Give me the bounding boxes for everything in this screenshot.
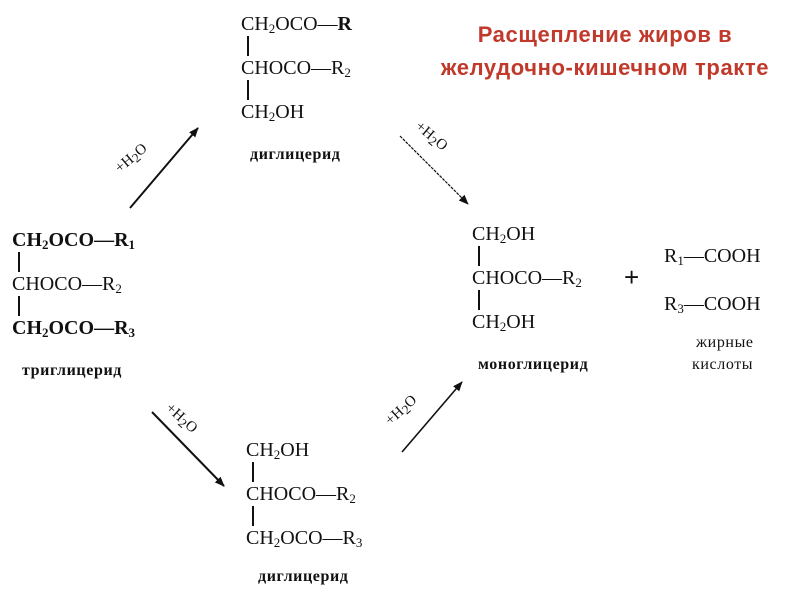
formula-row-3: CH2OH: [472, 311, 536, 334]
formula-row-1: CH2OH: [246, 439, 310, 462]
arrow-down-right: [399, 135, 469, 205]
formula-row-2: CHOCO—R2: [241, 57, 351, 80]
arrow-down-left: [151, 411, 225, 487]
formula-row-1: R1—COOH: [664, 245, 761, 268]
bond-line: [247, 80, 249, 100]
monoglyceride-name: моноглицерид: [478, 356, 589, 373]
arrow-up-left: [129, 127, 199, 209]
bond-line: [252, 506, 254, 526]
fatty-acids-formula: R1—COOH R3—COOH: [664, 244, 761, 316]
bond-line: [252, 462, 254, 482]
formula-row-1: CH2OH: [472, 223, 536, 246]
arrow-up-right: [401, 381, 463, 453]
formula-row-1: CH2OCO—R1: [12, 229, 136, 252]
triglyceride-name: триглицерид: [22, 362, 122, 379]
formula-row-2: CHOCO—R2: [12, 273, 122, 296]
bond-line: [478, 246, 480, 266]
bond-line: [247, 36, 249, 56]
diglyceride-bottom-formula: CH2OH CHOCO—R2 CH2OCO—R3: [246, 438, 362, 550]
formula-row-2: R3—COOH: [664, 293, 761, 316]
formula-row-3: CH2OCO—R3: [12, 317, 136, 340]
diglyceride-top-name: диглицерид: [250, 146, 341, 163]
bond-line: [18, 296, 20, 316]
formula-row-3: CH2OCO—R3: [246, 527, 363, 550]
plus-sign: +: [624, 262, 640, 292]
fatty-acids-name-line2: кислоты: [692, 356, 754, 373]
slide-title: Расщепление жиров в желудочно-кишечном т…: [440, 22, 770, 80]
formula-row-2: CHOCO—R2: [246, 483, 356, 506]
bond-line: [18, 252, 20, 272]
formula-row-3: CH2OH: [241, 101, 305, 124]
diglyceride-top-formula: CH2OCO—R CHOCO—R2 CH2OH: [241, 12, 352, 124]
diglyceride-bottom-name: диглицерид: [258, 568, 349, 585]
bond-line: [478, 290, 480, 310]
formula-row-1: CH2OCO—R: [241, 13, 352, 36]
fatty-acids-name-line1: жирные: [696, 334, 754, 351]
monoglyceride-formula: CH2OH CHOCO—R2 CH2OH: [472, 222, 582, 334]
formula-row-2: CHOCO—R2: [472, 267, 582, 290]
triglyceride-formula: CH2OCO—R1 CHOCO—R2 CH2OCO—R3: [12, 228, 135, 340]
